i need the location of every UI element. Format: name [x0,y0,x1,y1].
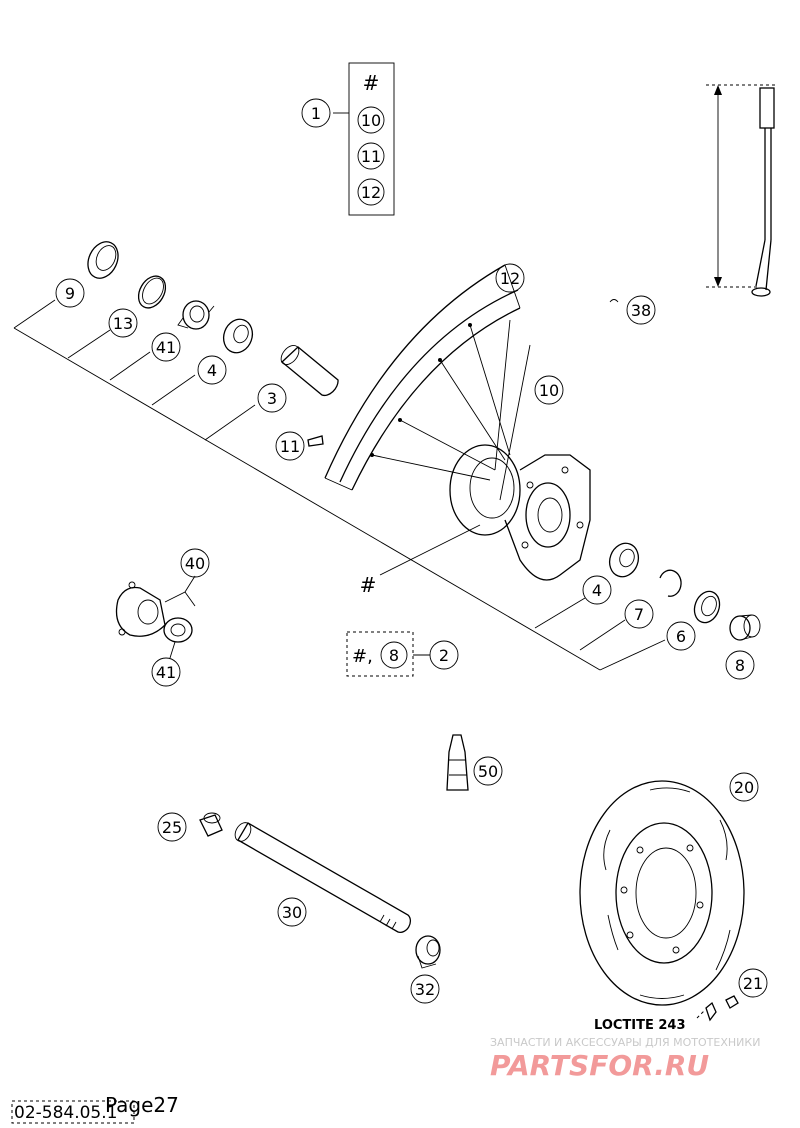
footer: 02-584.05.1 Page27 [11,1093,179,1124]
svg-text:4: 4 [207,361,217,380]
svg-text:1: 1 [311,104,321,123]
axle-nut-25 [199,812,223,837]
svg-text:LOCTITE 243: LOCTITE 243 [594,1018,686,1033]
hub-hash-symbol: # [360,573,377,597]
seal-ring-6 [693,590,721,624]
callout-3: 3 [257,383,287,413]
watermark-brand: PARTSFOR.RU [490,1049,709,1082]
callout-8-spacer: 8 [725,650,755,680]
svg-text:7: 7 [634,605,644,624]
svg-text:50: 50 [478,762,498,781]
group-hash-symbol: #, [352,646,373,667]
svg-text:41: 41 [156,338,176,357]
callout-10-kit: 10 [357,106,385,134]
callout-9: 9 [55,278,85,308]
axle-spacer-32 [415,935,441,969]
kit-box: # 1 10 11 12 [301,62,395,216]
callout-32: 32 [410,974,440,1004]
callout-12-kit: 12 [357,178,385,206]
svg-text:32: 32 [415,980,435,999]
nipple-11 [307,435,324,447]
disc-bolt-21 [705,995,739,1022]
callout-41-speedo: 41 [151,641,181,687]
svg-text:10: 10 [361,111,381,130]
svg-text:21: 21 [743,974,763,993]
assembly-group-2: #, 8 2 [346,631,459,677]
callout-7: 7 [624,599,654,629]
svg-text:8: 8 [735,656,745,675]
svg-text:12: 12 [500,269,520,288]
spacer-8 [729,614,761,641]
svg-text:11: 11 [280,437,300,456]
callout-20: 20 [729,772,759,802]
kit-hash-symbol: # [363,71,380,95]
callout-12-rim: 12 [495,263,525,293]
svg-text:4: 4 [592,581,602,600]
wheel-rim-12 [324,264,521,491]
front-axle-30 [234,822,412,934]
leader-lines-left [13,299,666,671]
watermark: ЗАПЧАСТИ И АКСЕССУАРЫ ДЛЯ МОТОТЕХНИКИ PA… [490,1036,760,1082]
svg-text:41: 41 [156,663,176,682]
callout-2: 2 [439,646,449,665]
callout-41-top: 41 [151,332,181,362]
svg-text:20: 20 [734,778,754,797]
svg-text:6: 6 [676,627,686,646]
watermark-tagline: ЗАПЧАСТИ И АКСЕССУАРЫ ДЛЯ МОТОТЕХНИКИ [490,1036,760,1049]
callout-25: 25 [157,812,187,842]
svg-text:25: 25 [162,818,182,837]
wheel-hub [449,444,591,581]
svg-text:10: 10 [539,381,559,400]
svg-text:3: 3 [267,389,277,408]
svg-text:30: 30 [282,903,302,922]
callout-6: 6 [666,621,696,651]
bearing-4-right [608,542,640,578]
callout-21: 21 [738,968,768,998]
svg-text:38: 38 [631,301,651,320]
part-number-label: 02-584.05.1 [14,1103,117,1123]
loctite-note: LOCTITE 243 [594,1009,706,1033]
callout-38: 38 [609,295,656,325]
speedo-drive-40 [115,581,166,637]
callout-11-nipple: 11 [275,431,305,461]
callout-13: 13 [108,308,138,338]
callout-4-right: 4 [582,575,612,605]
spacer-ring-13 [137,275,167,309]
page-label: Page27 [105,1093,179,1117]
circlip-7 [659,569,682,597]
cover-41 [177,300,215,330]
callout-1: 1 [301,98,331,128]
spoke-dimension-drawing [706,84,775,297]
callout-10-spoke: 10 [534,375,564,405]
callout-30: 30 [277,897,307,927]
callout-11-kit: 11 [357,142,385,170]
bearing-4-left [222,318,254,354]
loctite-bottle-50 [446,734,469,791]
callout-50: 50 [473,756,503,786]
svg-text:13: 13 [113,314,133,333]
callout-8-group: 8 [389,646,399,665]
spokes-10 [371,319,531,501]
callout-40: 40 [164,548,210,607]
seal-ring-9 [87,241,119,279]
svg-text:11: 11 [361,147,381,166]
callout-4-left: 4 [197,355,227,385]
svg-text:40: 40 [185,554,205,573]
spacer-sleeve-3 [280,344,339,397]
svg-text:9: 9 [65,284,75,303]
brake-disc-20 [579,780,745,1006]
svg-text:12: 12 [361,183,381,202]
cover-41-speedo [163,617,193,643]
